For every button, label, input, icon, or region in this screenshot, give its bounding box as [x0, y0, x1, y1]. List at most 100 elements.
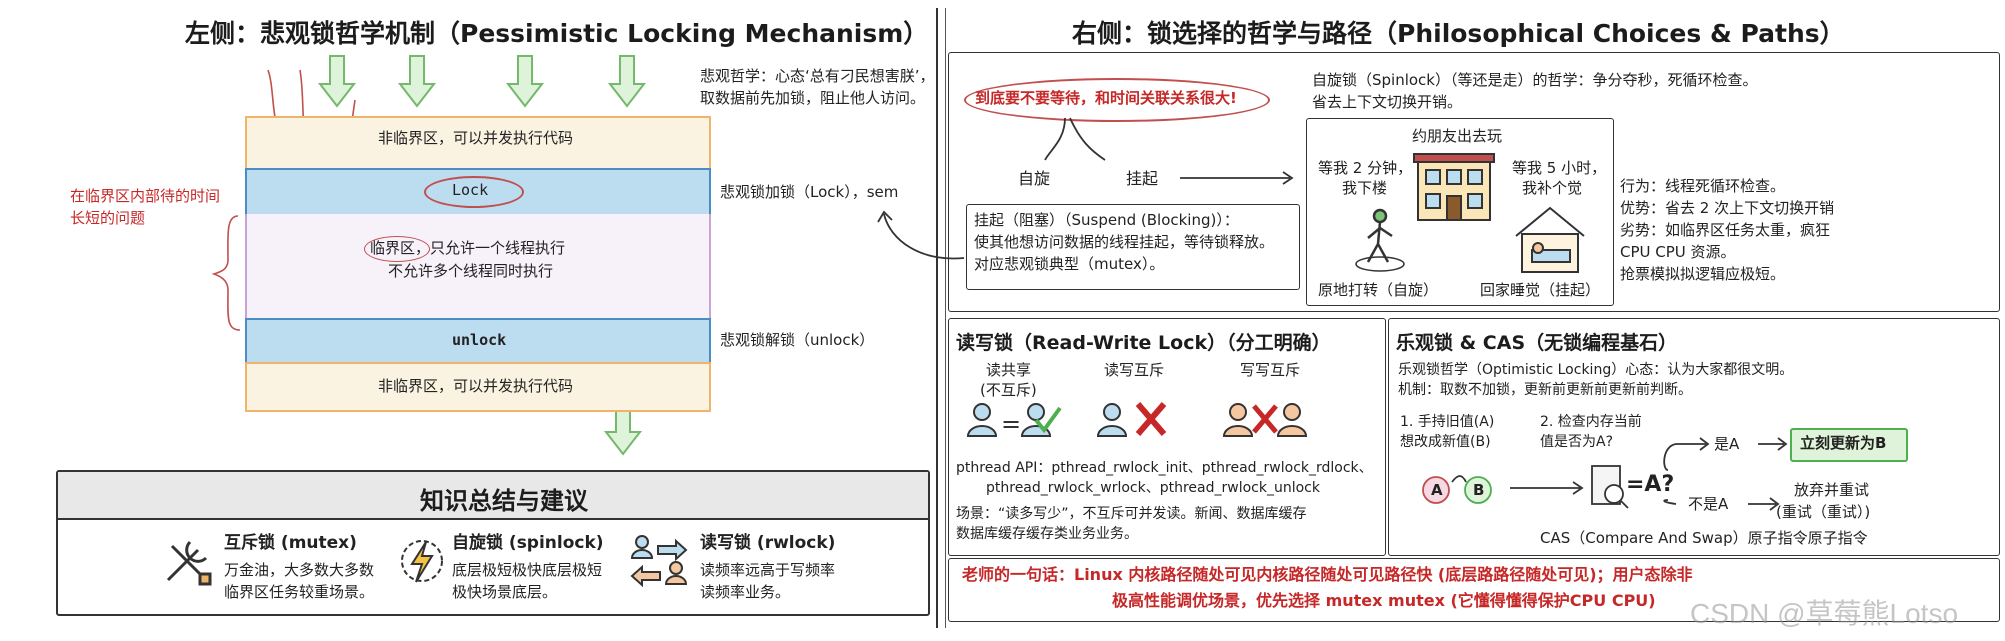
behavior-line1: 行为：线程死循环检查。 [1620, 177, 1786, 195]
center-divider [936, 8, 938, 628]
spin-caption: 原地打转（自旋） [1318, 281, 1439, 299]
cas-retry-line1: 放弃并重试 [1794, 481, 1870, 499]
wait5-line1: 等我 5 小时， [1512, 159, 1607, 177]
spin-label: 自旋 [1018, 169, 1051, 188]
summary-item-mutex-desc2: 临界区任务较重场景。 [224, 583, 375, 601]
summary-item-mutex-name: 互斥锁 (mutex) [224, 533, 357, 553]
summary-header [58, 472, 928, 520]
rwlock-api-line1: pthread API：pthread_rwlock_init、pthread_… [956, 460, 1373, 476]
unlock-band [245, 318, 711, 366]
teacher-line2: 极高性能调优场景，优先选择 mutex mutex (它懂得懂得保护CPU CP… [1112, 591, 1656, 610]
cas-retry-line2: (重试（重试）) [1776, 503, 1871, 521]
summary-item-spinlock-desc1: 底层极短极快底层极短 [452, 561, 603, 579]
pessimistic-philosophy-line1: 悲观哲学：心态‘总有刁民想害朕’， [700, 67, 935, 85]
behavior-line3: 劣势：如临界区任务太重，疯狂 [1620, 221, 1831, 239]
cas-update-box [1790, 428, 1908, 462]
center-divider-2 [945, 8, 946, 628]
behavior-line4: CPU CPU 资源。 [1620, 243, 1736, 261]
suspend-label: 挂起 [1126, 169, 1159, 188]
noncritical-zone-bottom [245, 362, 711, 412]
noncritical-bottom-label: 非临界区，可以并发执行代码 [378, 377, 574, 395]
story-box [1306, 118, 1614, 306]
rwlock-col1-line1: 读共享 [986, 361, 1032, 379]
behavior-line5: 抢票模拟拟逻辑应极短。 [1620, 265, 1786, 283]
wait2-line2: 我下楼 [1342, 179, 1388, 197]
choice-branches [1044, 117, 1294, 185]
walking-person-icon [1350, 206, 1410, 280]
unlock-text: unlock [452, 331, 507, 349]
cas-flow [1422, 437, 1788, 511]
summary-title: 知识总结与建议 [420, 487, 588, 515]
wrench-screwdriver-icon [160, 534, 214, 592]
summary-item-rwlock-desc2: 读频率业务。 [700, 583, 791, 601]
right-title: 右侧：锁选择的哲学与路径（Philosophical Choices & Pat… [1072, 19, 1845, 48]
cas-b: B [1473, 481, 1485, 499]
critical-oval [364, 236, 430, 262]
house-sleep-icon [1510, 204, 1590, 278]
summary-item-spinlock-desc2: 极快场景底层。 [452, 583, 558, 601]
rwlock-title: 读写锁（Read-Write Lock）（分工明确） [956, 332, 1331, 354]
summary-item-rwlock-name: 读写锁 (rwlock) [700, 533, 836, 553]
question-oval [964, 78, 1270, 122]
lock-oval [424, 176, 524, 208]
users-arrows-icon [630, 532, 688, 592]
teacher-box [948, 558, 2000, 622]
story-title: 约朋友出去玩 [1412, 127, 1503, 145]
suspend-line3: 对应悲观锁典型（mutex）。 [974, 255, 1165, 273]
rwlock-col1-line2: (不互斥) [980, 381, 1037, 399]
suspend-line2: 使其他想访问数据的线程挂起，等待锁释放。 [974, 233, 1275, 251]
summary-box [56, 470, 930, 616]
suspend-to-lock-arrow [877, 210, 965, 260]
cas-box [1388, 318, 2000, 556]
noncritical-top-label: 非临界区，可以并发执行代码 [378, 129, 574, 147]
rwlock-col2: 读写互斥 [1104, 361, 1165, 379]
wait-note-line2: 长短的问题 [70, 209, 146, 227]
cas-step1-line1: 1. 手持旧值(A) [1400, 414, 1495, 430]
rwlock-col3: 写写互斥 [1240, 361, 1301, 379]
cas-caption: CAS（Compare And Swap）原子指令原子指令 [1540, 529, 1868, 547]
cas-step2-line1: 2. 检查内存当前 [1540, 414, 1642, 430]
cas-a: A [1431, 481, 1443, 499]
rwlock-box [948, 318, 1386, 556]
rwlock-scene-line1: 场景：“读多写少”，不互斥可并发读。新闻、数据库缓存 [956, 506, 1307, 522]
cas-check: =A? [1626, 472, 1675, 497]
svg-text:=: = [1001, 410, 1021, 438]
unlock-label: 悲观锁解锁（unlock） [720, 331, 875, 349]
cas-desc-line2: 机制：取数不加锁，更新前更新前更新前判断。 [1398, 382, 1692, 398]
cas-yes: 是A [1714, 435, 1740, 453]
behavior-line2: 优势：省去 2 次上下文切换开销 [1620, 199, 1835, 217]
rwlock-icons: = [966, 402, 1308, 438]
cas-desc-line1: 乐观锁哲学（Optimistic Locking）心态：认为大家都很文明。 [1398, 362, 1794, 378]
watermark: CSDN @草莓熊Lotso [1690, 598, 1959, 629]
cas-step2-line2: 值是否为A? [1540, 434, 1614, 450]
summary-item-rwlock-desc1: 读频率远高于写频率 [700, 561, 836, 579]
wait-brace [211, 215, 241, 331]
cas-no: 不是A [1688, 495, 1729, 513]
left-title: 左侧：悲观锁哲学机制（Pessimistic Locking Mechanism… [185, 19, 929, 48]
pessimistic-philosophy-line2: 取数据前先加锁，阻止他人访问。 [700, 89, 926, 107]
question-text: 到底要不要等待，和时间关联关系很大! [975, 89, 1237, 107]
rwlock-scene-line2: 数据库缓存缓存类业务业务。 [956, 526, 1138, 542]
summary-item-mutex-desc1: 万金油，大多数大多数 [224, 561, 375, 579]
wait-note-line1: 在临界区内部待的时间 [70, 187, 221, 205]
lightning-icon [398, 534, 446, 592]
cas-title: 乐观锁 & CAS（无锁编程基石） [1396, 332, 1678, 354]
lock-text: Lock [452, 181, 489, 199]
choices-box [948, 52, 2000, 312]
building-icon [1413, 150, 1495, 226]
sleep-caption: 回家睡觉（挂起） [1480, 281, 1601, 299]
critical-zone [245, 214, 711, 318]
spin-title-line2: 省去上下文切换开销。 [1312, 93, 1463, 111]
wait2-line1: 等我 2 分钟， [1318, 159, 1413, 177]
critical-zone-line2: 不允许多个线程同时执行 [388, 262, 554, 280]
cas-update: 立刻更新为B [1800, 434, 1887, 452]
rwlock-api-line2: pthread_rwlock_wrlock、pthread_rwlock_unl… [986, 480, 1320, 496]
suspend-box [966, 204, 1300, 290]
suspend-line1: 挂起（阻塞）（Suspend (Blocking)）： [974, 211, 1239, 229]
summary-item-spinlock-name: 自旋锁 (spinlock) [452, 533, 604, 553]
lock-label: 悲观锁加锁（Lock），sem [720, 183, 899, 201]
cas-step1-line2: 想改成新值(B) [1400, 434, 1491, 450]
spin-title-line1: 自旋锁（Spinlock）（等还是走）的哲学：争分夺秒，死循环检查。 [1312, 71, 1758, 89]
wait5-line2: 我补个觉 [1522, 179, 1583, 197]
teacher-line1: 老师的一句话：Linux 内核路径随处可见内核路径随处可见路径快 (底层路路径随… [962, 565, 1693, 584]
